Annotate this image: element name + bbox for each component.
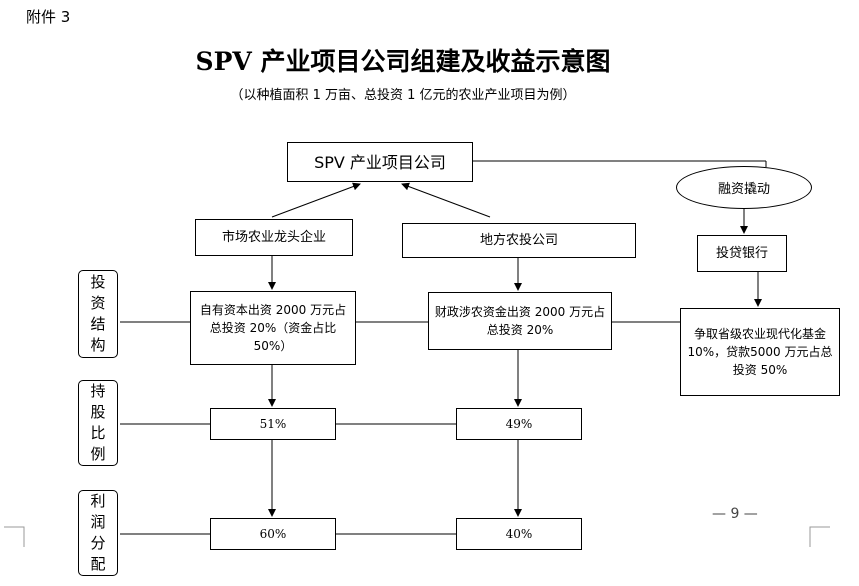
diagram-subtitle: （以种植面积 1 万亩、总投资 1 亿元的农业产业项目为例） bbox=[230, 88, 576, 103]
local-agri-investment-company-box: 地方农投公司 bbox=[402, 223, 636, 258]
investment-structure-label: 投资结构 bbox=[78, 270, 118, 358]
profit-distribution-label: 利润分配 bbox=[78, 490, 118, 576]
dragon-head-share-box: 51% bbox=[210, 408, 336, 440]
gov-to-spv-arrow bbox=[401, 182, 491, 218]
local-company-profit-box: 40% bbox=[456, 518, 582, 550]
fiscal-agri-fund-capital-box: 财政涉农资金出资 2000 万元占总投资 20% bbox=[428, 292, 612, 350]
holding-ratio-label: 持股比例 bbox=[78, 380, 118, 466]
financing-ellipse: 融资撬动 bbox=[676, 166, 812, 209]
lending-bank-box: 投贷银行 bbox=[697, 235, 787, 272]
diagram-title: SPV 产业项目公司组建及收益示意图 bbox=[195, 47, 611, 76]
corner-mark-left bbox=[4, 526, 25, 547]
dragon-head-profit-box: 60% bbox=[210, 518, 336, 550]
dragon-head-capital-box: 自有资本出资 2000 万元占总投资 20%（资金占比 50%） bbox=[190, 291, 356, 365]
spv-company-box: SPV 产业项目公司 bbox=[287, 142, 473, 182]
dragon-head-enterprise-box: 市场农业龙头企业 bbox=[195, 219, 353, 256]
dragon-to-spv-arrow bbox=[271, 182, 361, 218]
attachment-label: 附件 3 bbox=[26, 8, 71, 26]
local-company-share-box: 49% bbox=[456, 408, 582, 440]
page-number: — 9 — bbox=[712, 506, 758, 522]
bank-loan-capital-box: 争取省级农业现代化基金10%，贷款5000 万元占总投资 50% bbox=[680, 308, 840, 396]
corner-mark-right bbox=[809, 526, 830, 547]
